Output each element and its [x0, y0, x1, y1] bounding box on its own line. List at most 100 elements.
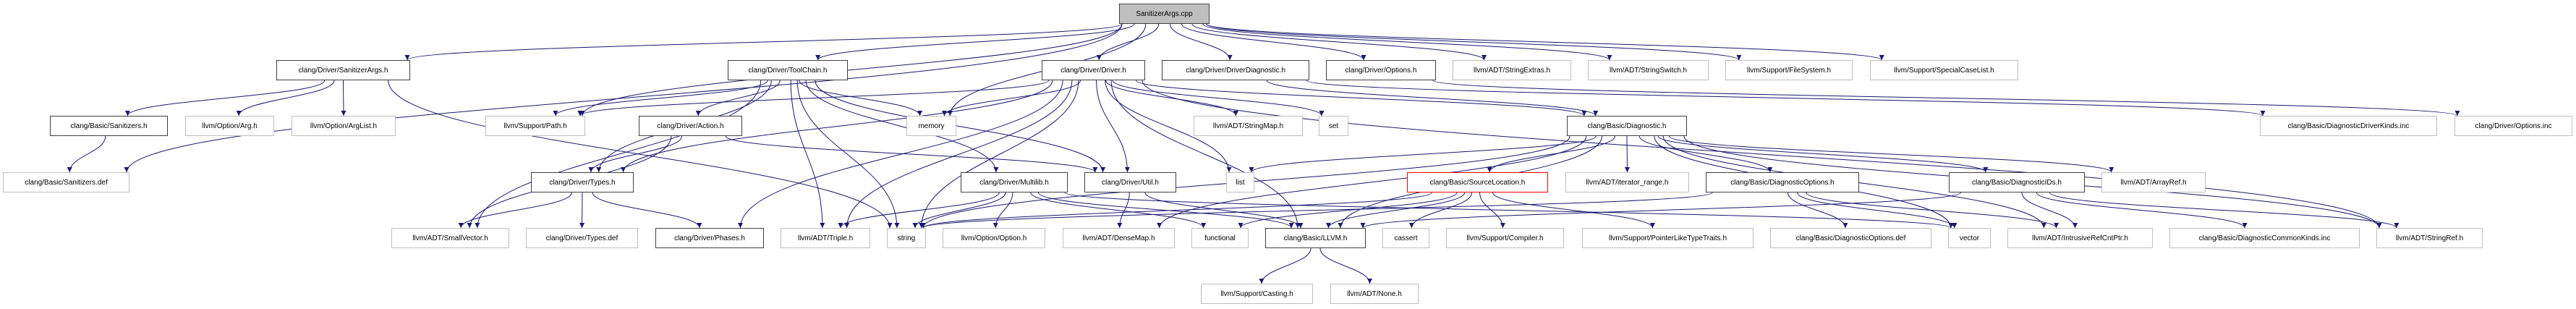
edge-multilib-h-to-option-h [992, 192, 1013, 229]
edge-multilib-h-to-triple-h [838, 192, 1000, 229]
graph-node-types-def[interactable]: clang/Driver/Types.def [526, 228, 638, 248]
graph-node-path-h[interactable]: llvm/Support/Path.h [485, 116, 585, 136]
graph-node-options-h[interactable]: clang/Driver/Options.h [1326, 60, 1436, 80]
edge-llvm-h-to-casting-h [1259, 247, 1312, 284]
graph-node-driverdiag-h[interactable]: clang/Driver/DriverDiagnostic.h [1162, 60, 1309, 80]
graph-node-ptrlike-h[interactable]: llvm/Support/PointerLikeTypeTraits.h [1582, 228, 1754, 248]
node-label: functional [1204, 234, 1236, 242]
graph-node-memory[interactable]: memory [906, 116, 956, 136]
edge-diagids-h-to-stringref-h [2049, 192, 2399, 229]
graph-node-types-h[interactable]: clang/Driver/Types.h [531, 172, 634, 192]
node-label: clang/Basic/SourceLocation.h [1429, 178, 1526, 187]
graph-node-toolchain-h[interactable]: clang/Driver/ToolChain.h [728, 60, 848, 80]
graph-node-diagoptions-h[interactable]: clang/Basic/DiagnosticOptions.h [1706, 172, 1859, 192]
graph-node-functional[interactable]: functional [1191, 228, 1249, 248]
edge-diagnostic-h-to-sourceloc-h [1487, 135, 1615, 173]
graph-node-options-inc[interactable]: clang/Driver/Options.inc [2454, 116, 2572, 136]
graph-node-stringmap-h[interactable]: llvm/ADT/StringMap.h [1194, 116, 1303, 136]
graph-node-densemap-h[interactable]: llvm/ADT/DenseMap.h [1063, 228, 1175, 248]
edge-sourceloc-h-to-string [920, 192, 1432, 229]
node-label: clang/Basic/Diagnostic.h [1587, 122, 1667, 130]
edge-multilib-h-to-vector [1064, 192, 1954, 229]
graph-node-diagoptions-def[interactable]: clang/Basic/DiagnosticOptions.def [1770, 228, 1931, 248]
graph-node-phases-h[interactable]: clang/Driver/Phases.h [655, 228, 764, 248]
edge-driver-h-to-llvm-h [1110, 80, 1301, 229]
edge-diagids-h-to-llvm-h [1360, 192, 1961, 229]
node-label: clang/Basic/DiagnosticCommonKinds.inc [2198, 234, 2331, 242]
graph-node-list[interactable]: list [1226, 172, 1254, 192]
graph-node-diagcommonkinds-inc[interactable]: clang/Basic/DiagnosticCommonKinds.inc [2169, 228, 2360, 248]
edge-toolchain-h-to-multilib-h [805, 80, 999, 173]
node-label: llvm/ADT/ArrayRef.h [2120, 178, 2187, 187]
edge-diagoptions-h-to-vector [1797, 192, 1957, 229]
graph-node-driver-h[interactable]: clang/Driver/Driver.h [1042, 60, 1145, 80]
graph-node-multilib-h[interactable]: clang/Driver/Multilib.h [961, 172, 1068, 192]
edge-sanitizers-h-to-sanitizers-def [67, 135, 106, 173]
edge-sanargs-h-to-arg-h [236, 80, 335, 117]
graph-node-sanitizers-def[interactable]: clang/Basic/Sanitizers.def [3, 172, 129, 192]
graph-node-arg-h[interactable]: llvm/Option/Arg.h [185, 116, 274, 136]
graph-node-iterrange-h[interactable]: llvm/ADT/iterator_range.h [1565, 172, 1689, 192]
graph-node-sanargs-h[interactable]: clang/Driver/SanitizerArgs.h [276, 60, 410, 80]
graph-node-sourceloc-h[interactable]: clang/Basic/SourceLocation.h [1407, 172, 1548, 192]
graph-node-stringref-h[interactable]: llvm/ADT/StringRef.h [2376, 228, 2483, 248]
edge-root-to-specialcase-h [1206, 23, 1884, 61]
graph-node-sanitizers-h[interactable]: clang/Basic/Sanitizers.h [50, 116, 168, 136]
edge-driver-h-to-diagnostic-h [1136, 80, 1587, 117]
edge-toolchain-h-to-memory [799, 80, 923, 117]
node-label: clang/Driver/Multilib.h [979, 178, 1049, 187]
graph-node-string[interactable]: string [887, 228, 926, 248]
graph-node-cassert[interactable]: cassert [1382, 228, 1429, 248]
graph-node-llvm-h[interactable]: clang/Basic/LLVM.h [1265, 228, 1366, 248]
edge-toolchain-h-to-path-h [553, 80, 768, 117]
edge-driver-h-to-path-h [577, 80, 1050, 117]
graph-node-action-h[interactable]: clang/Driver/Action.h [639, 116, 742, 136]
graph-node-diagdriverkinds-inc[interactable]: clang/Basic/DiagnosticDriverKinds.inc [2260, 116, 2437, 136]
graph-node-triple-h[interactable]: llvm/ADT/Triple.h [781, 228, 870, 248]
node-label: clang/Basic/Sanitizers.def [25, 178, 108, 187]
edge-root-to-toolchain-h [815, 23, 1135, 61]
edge-driver-h-to-triple-h [844, 80, 1073, 229]
node-label: llvm/ADT/StringExtras.h [1473, 66, 1551, 75]
graph-node-compiler-h[interactable]: llvm/Support/Compiler.h [1446, 228, 1564, 248]
graph-node-specialcase-h[interactable]: llvm/Support/SpecialCaseList.h [1870, 60, 2018, 80]
edge-sourceloc-h-to-cassert [1408, 192, 1473, 229]
graph-node-set[interactable]: set [1319, 116, 1348, 136]
edge-diagnostic-h-to-diagoptions-h [1638, 135, 1773, 173]
node-label: clang/Basic/DiagnosticIDs.h [1972, 178, 2062, 187]
graph-node-util-h[interactable]: clang/Driver/Util.h [1084, 172, 1176, 192]
graph-node-vector[interactable]: vector [1948, 228, 1991, 248]
graph-node-smallvector-h[interactable]: llvm/ADT/SmallVector.h [391, 228, 509, 248]
graph-node-diagids-h[interactable]: clang/Basic/DiagnosticIDs.h [1949, 172, 2085, 192]
edge-util-h-to-llvm-h [1144, 192, 1304, 229]
graph-node-stringswitch-h[interactable]: llvm/ADT/StringSwitch.h [1588, 60, 1709, 80]
node-label: clang/Driver/Phases.h [674, 234, 745, 242]
edge-driver-h-to-set [1112, 80, 1325, 117]
node-label: clang/Driver/Util.h [1102, 178, 1159, 187]
graph-node-diagnostic-h[interactable]: clang/Basic/Diagnostic.h [1567, 116, 1687, 136]
edge-diagnostic-h-to-list [1249, 135, 1597, 173]
graph-node-arglist-h[interactable]: llvm/Option/ArgList.h [292, 116, 396, 136]
graph-node-intrusive-h[interactable]: llvm/ADT/IntrusiveRefCntPtr.h [2007, 228, 2153, 248]
edge-root-to-path-h [579, 23, 1123, 117]
graph-node-arrayref-h[interactable]: llvm/ADT/ArrayRef.h [2101, 172, 2206, 192]
graph-node-stringextras-h[interactable]: llvm/ADT/StringExtras.h [1453, 60, 1571, 80]
edge-toolchain-h-to-util-h [815, 80, 1106, 173]
edge-driver-h-to-phases-h [737, 80, 1063, 229]
edge-toolchain-h-to-action-h [695, 80, 781, 117]
graph-node-none-h[interactable]: llvm/ADT/None.h [1330, 284, 1419, 304]
edge-driver-h-to-util-h [1096, 80, 1130, 173]
node-label: llvm/ADT/iterator_range.h [1586, 178, 1669, 187]
graph-node-option-h[interactable]: llvm/Option/Option.h [943, 228, 1045, 248]
graph-node-casting-h[interactable]: llvm/Support/Casting.h [1201, 284, 1313, 304]
edge-root-to-stringextras-h [1191, 23, 1487, 61]
node-label: list [1236, 178, 1245, 187]
edge-root-to-sanargs-h [404, 23, 1123, 61]
node-label: llvm/ADT/Triple.h [797, 234, 854, 242]
node-label: clang/Basic/Sanitizers.h [70, 122, 148, 130]
node-label: clang/Driver/Options.inc [2475, 122, 2552, 130]
node-label: llvm/ADT/IntrusiveRefCntPtr.h [2032, 234, 2128, 242]
node-label: llvm/ADT/StringRef.h [2395, 234, 2464, 242]
graph-node-filesystem-h[interactable]: llvm/Support/FileSystem.h [1725, 60, 1853, 80]
edge-driver-h-to-list [1105, 80, 1232, 173]
